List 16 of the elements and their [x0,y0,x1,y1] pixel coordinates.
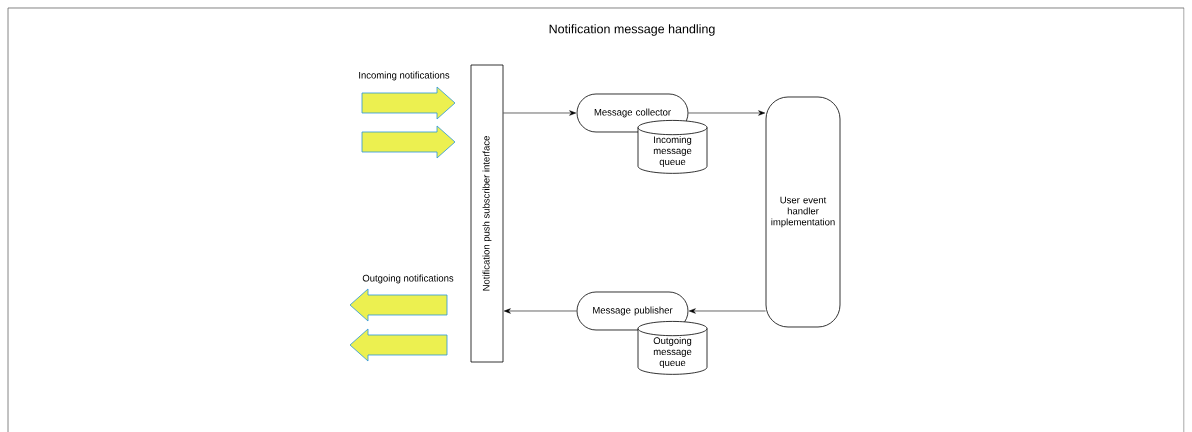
arrow [688,308,766,314]
process-box: Message publisher [576,291,689,331]
block-arrow [361,86,456,120]
arrow [688,110,766,116]
queue-cylinder: Outgoing message queue [637,321,708,375]
handler-box: User event handler implementation [765,96,841,328]
title: Notification message handling [549,24,715,36]
interface-box: Notification push subscriber interface [470,64,504,363]
queue-cylinder: Incoming message queue [637,120,708,174]
arrow [503,308,577,314]
arrow [503,110,577,116]
arrow-caption: Incoming notifications [359,71,450,81]
block-arrow [349,328,448,362]
block-arrow [361,125,456,159]
block-arrow [349,288,448,322]
arrow-caption: Outgoing notifications [362,274,454,284]
